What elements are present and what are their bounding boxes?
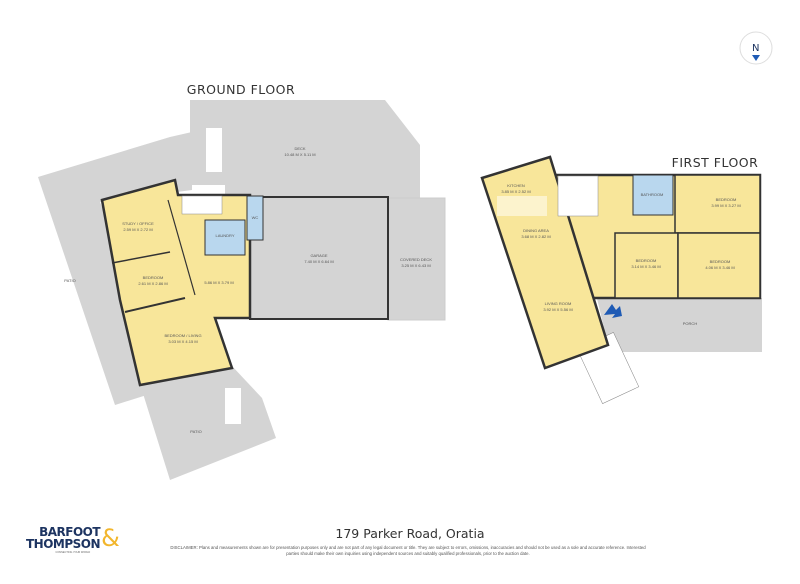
patio-area-lower [140, 366, 276, 480]
covered-deck-area [387, 197, 446, 321]
wc-room [246, 195, 264, 241]
svg-text:3.03 M X 4.15 M: 3.03 M X 4.15 M [168, 339, 197, 344]
svg-text:3.85 M X 2.52 M: 3.85 M X 2.52 M [501, 189, 530, 194]
svg-text:2.61 M X 2.86 M: 2.61 M X 2.86 M [138, 281, 167, 286]
property-address: 179 Parker Road, Oratia [335, 526, 485, 541]
brand-line-1: BARFOOT [39, 525, 101, 539]
north-compass-icon: N [739, 31, 773, 65]
svg-text:10.48 M X 5.11 M: 10.48 M X 5.11 M [284, 152, 315, 157]
ground-stairs-outside [206, 128, 222, 172]
room-labels-first: KITCHEN 3.85 M X 2.52 M DINING AREA 3.68… [501, 183, 740, 326]
svg-text:DECK: DECK [294, 146, 305, 151]
svg-text:7.40 M X 6.64 M: 7.40 M X 6.64 M [304, 259, 333, 264]
svg-text:BEDROOM: BEDROOM [636, 258, 657, 263]
svg-text:4.06 M X 3.46 M: 4.06 M X 3.46 M [705, 265, 734, 270]
bathroom-room [632, 174, 674, 216]
svg-text:BATHROOM: BATHROOM [641, 192, 664, 197]
brand-line-2: THOMPSON [26, 537, 101, 551]
brand-ampersand: & [101, 524, 120, 552]
svg-text:3.25 M X 6.43 M: 3.25 M X 6.43 M [401, 263, 430, 268]
bedroom-top-right [674, 174, 761, 234]
entry-arrow-icon [604, 304, 622, 318]
barfoot-thompson-logo: BARFOOT THOMPSON & CONNECTING YOUR WORLD [26, 526, 120, 555]
svg-text:BEDROOM / LIVING: BEDROOM / LIVING [164, 333, 201, 338]
porch-area [595, 290, 762, 352]
garage-area [249, 196, 389, 320]
ground-floor-title: GROUND FLOOR [187, 82, 295, 97]
svg-text:KITCHEN: KITCHEN [507, 183, 525, 188]
svg-text:3.68 M X 2.82 M: 3.68 M X 2.82 M [521, 234, 550, 239]
bedroom-middle [614, 232, 679, 299]
room-labels-ground: DECK 10.48 M X 5.11 M PATIO STUDY / OFFI… [64, 146, 432, 434]
first-stairs [557, 175, 599, 217]
first-floor-title: FIRST FLOOR [672, 155, 759, 170]
disclaimer-text: DISCLAIMER: Plans and measurements shown… [170, 545, 646, 556]
svg-text:3.14 M X 3.46 M: 3.14 M X 3.46 M [631, 264, 660, 269]
deck-area [190, 100, 420, 198]
svg-text:3.92 M X 5.56 M: 3.92 M X 5.56 M [543, 307, 572, 312]
patio-stairs [225, 388, 241, 424]
svg-text:STUDY / OFFICE: STUDY / OFFICE [122, 221, 154, 226]
svg-text:BEDROOM: BEDROOM [716, 197, 737, 202]
svg-text:PORCH: PORCH [683, 321, 698, 326]
kitchen-bench [497, 196, 547, 216]
svg-text:GARAGE: GARAGE [310, 253, 327, 258]
brand-tagline: CONNECTING YOUR WORLD [55, 551, 91, 554]
ground-stairs [181, 195, 223, 215]
svg-text:PATIO: PATIO [190, 429, 201, 434]
svg-text:LAUNDRY: LAUNDRY [215, 233, 234, 238]
svg-text:BEDROOM: BEDROOM [143, 275, 164, 280]
svg-text:WC: WC [252, 215, 259, 220]
svg-text:DINING AREA: DINING AREA [523, 228, 549, 233]
bedroom-right [677, 232, 761, 299]
svg-text:3.99 M X 3.27 M: 3.99 M X 3.27 M [711, 203, 740, 208]
svg-text:BEDROOM: BEDROOM [710, 259, 731, 264]
svg-text:N: N [752, 43, 760, 54]
svg-text:LIVING ROOM: LIVING ROOM [545, 301, 572, 306]
svg-text:PATIO: PATIO [64, 278, 75, 283]
svg-text:5.86 M X 3.79 M: 5.86 M X 3.79 M [204, 280, 233, 285]
svg-text:2.59 M X 2.72 M: 2.59 M X 2.72 M [123, 227, 152, 232]
laundry-room [204, 219, 246, 256]
svg-text:COVERED DECK: COVERED DECK [400, 257, 432, 262]
